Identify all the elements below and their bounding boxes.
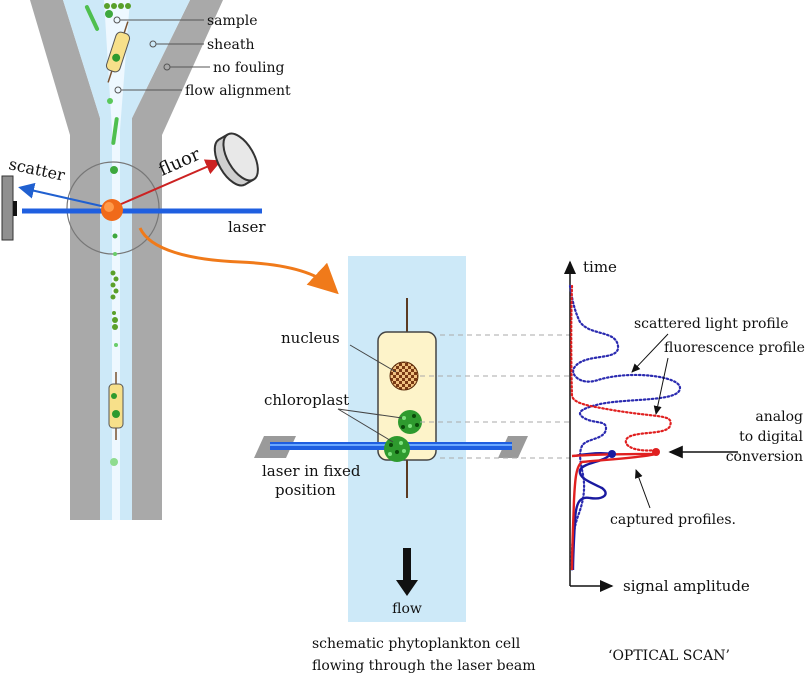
adc-point-fluor bbox=[652, 448, 660, 456]
cell-body bbox=[377, 331, 437, 461]
label-no-fouling: no fouling bbox=[213, 60, 284, 76]
label-sample: sample bbox=[207, 13, 258, 29]
label-laser-fixed-1: laser in fixed bbox=[262, 462, 361, 480]
cell-label-leaders bbox=[337, 344, 403, 443]
chloroplast-lower bbox=[384, 436, 410, 462]
label-scatter: scatter bbox=[7, 154, 67, 184]
label-fluorescence-profile: fluorescence profile bbox=[664, 340, 805, 356]
label-fluor: fluor bbox=[155, 144, 203, 181]
label-sheath: sheath bbox=[207, 37, 254, 53]
guide-lines bbox=[420, 334, 570, 459]
zoom-arrow bbox=[138, 227, 339, 295]
label-laser-fixed-2: position bbox=[275, 481, 336, 499]
optical-scan: time signal amplitude scattered light pr… bbox=[564, 258, 805, 664]
captured-fluor-trace bbox=[570, 452, 657, 571]
label-scattered-light-profile: scattered light profile bbox=[634, 316, 789, 332]
label-chloroplast: chloroplast bbox=[264, 391, 349, 409]
nozzle-wall-left bbox=[30, 0, 100, 520]
particles-upper bbox=[84, 3, 131, 174]
core-stream bbox=[104, 0, 130, 520]
scatter-detector bbox=[1, 175, 14, 241]
label-time: time bbox=[583, 258, 617, 276]
cell-icon-upper bbox=[105, 21, 131, 83]
label-analog-2: to digital bbox=[739, 429, 803, 445]
label-signal-amplitude: signal amplitude bbox=[623, 577, 750, 595]
label-captured-profiles: captured profiles. bbox=[610, 512, 736, 528]
cell-icon-lower bbox=[108, 372, 124, 440]
caption-cell-2: flowing through the laser beam bbox=[312, 658, 536, 674]
scatter-ray bbox=[18, 182, 111, 209]
label-analog-3: conversion bbox=[726, 449, 803, 465]
sheath-fluid bbox=[63, 0, 190, 520]
fluor-profile-trace bbox=[570, 284, 672, 452]
fluor-ray bbox=[111, 159, 222, 209]
scan-label-leaders bbox=[631, 333, 669, 509]
particles-lower bbox=[110, 233, 119, 466]
caption-optical-scan: ‘OPTICAL SCAN’ bbox=[608, 648, 730, 664]
nucleus-shape bbox=[389, 361, 419, 391]
label-laser: laser bbox=[228, 218, 266, 236]
flow-arrow-shaft bbox=[403, 548, 411, 582]
captured-scatter-trace bbox=[571, 451, 612, 571]
label-flow-alignment: flow alignment bbox=[185, 83, 291, 99]
label-nucleus: nucleus bbox=[281, 329, 340, 347]
scatter-profile-trace bbox=[568, 284, 682, 572]
cell-schematic: nucleus chloroplast laser in fixed posit… bbox=[254, 256, 536, 674]
fluor-detector bbox=[213, 132, 259, 187]
label-analog-1: analog bbox=[755, 409, 803, 425]
nozzle-wall-right bbox=[132, 0, 223, 520]
caption-cell-1: schematic phytoplankton cell bbox=[312, 636, 521, 652]
flow-arrow-head bbox=[396, 580, 418, 596]
chloroplast-upper bbox=[398, 410, 422, 434]
adc-point-scatter bbox=[608, 450, 616, 458]
laser-mount-right bbox=[498, 436, 528, 458]
label-flow: flow bbox=[392, 601, 422, 617]
top-label-leaders bbox=[113, 16, 210, 94]
